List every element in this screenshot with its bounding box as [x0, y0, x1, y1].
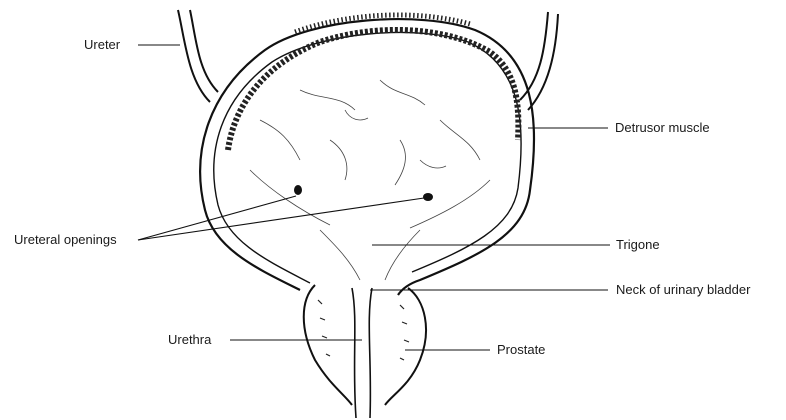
prostate-label: Prostate	[497, 342, 545, 358]
left-ureter	[178, 10, 218, 102]
prostate-outline	[304, 285, 352, 405]
prostate-hatching	[318, 300, 409, 360]
prostate-outline-right	[385, 288, 426, 405]
ureteral-openings-leader-right	[138, 198, 424, 240]
urethra-label: Urethra	[168, 332, 211, 348]
detrusor-band	[228, 30, 518, 150]
bladder-outer-wall	[200, 19, 534, 295]
right-ureteral-opening	[423, 193, 433, 201]
left-ureteral-opening	[294, 185, 302, 195]
right-ureter	[520, 12, 558, 110]
interior-fibers	[250, 80, 490, 280]
detrusor-muscle-label: Detrusor muscle	[615, 120, 710, 136]
neck-of-urinary-bladder-label: Neck of urinary bladder	[616, 282, 750, 298]
leader-lines	[138, 45, 610, 350]
urethra-right	[369, 288, 372, 418]
ureteral-openings-label: Ureteral openings	[14, 232, 117, 248]
urethra-left	[352, 288, 356, 418]
ureter-label: Ureter	[84, 37, 120, 53]
trigone-label: Trigone	[616, 237, 660, 253]
